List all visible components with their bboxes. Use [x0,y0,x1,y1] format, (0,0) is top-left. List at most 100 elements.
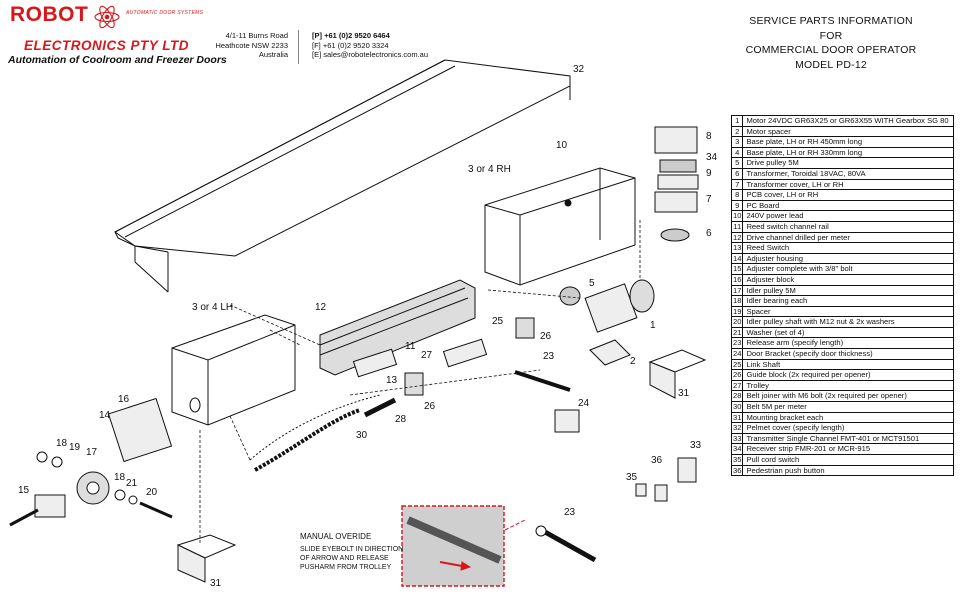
callout-label: 20 [146,487,158,498]
motor-spacer-part [589,339,631,366]
brand-logo-text: ROBOT [10,3,89,26]
company-name: ELECTRONICS PTY LTD [24,38,190,53]
callout-label: 15 [18,485,30,496]
part-description: Door Bracket (specify door thickness) [742,348,955,360]
callout-label: 12 [315,302,327,313]
base-plate-lh-part [171,314,296,426]
part-number: 26 [730,369,744,381]
title-line: MODEL PD-12 [795,58,867,71]
belt-part [254,408,361,472]
header-divider [298,30,299,64]
guide-block-part [515,317,535,339]
pull-cord-switch-part [635,483,647,497]
idler-bearing-part [114,489,126,501]
part-number: 27 [730,379,744,392]
guide-block-part [404,372,424,396]
part-number: 31 [730,411,744,424]
pcb-cover-part [654,126,698,154]
washer-part [128,495,138,505]
callout-label: 14 [99,410,111,421]
part-description: Spacer [742,305,955,318]
part-description: Pelmet cover (specify length) [742,422,955,434]
manual-override-note: MANUAL OVERIDE SLIDE EYEBOLT IN DIRECTIO… [300,532,403,572]
callout-label: 31 [678,388,690,399]
part-number: 32 [730,422,744,434]
part-number: 23 [730,337,744,350]
company-contact: [P] +61 (0)2 9520 6464 [F] +61 (0)2 9520… [312,31,428,60]
callout-label: 6 [706,228,712,239]
callout-label: 31 [210,578,222,589]
part-description: Adjuster block [742,273,955,286]
part-number: 14 [730,252,744,265]
callout-label: 30 [356,430,368,441]
callout-label: 10 [556,140,568,151]
address-line: Australia [258,50,288,59]
adjuster-block-part [34,494,66,518]
transmitter-part [677,457,697,483]
callout-label: 25 [492,316,504,327]
manual-override-line: OF ARROW AND RELEASE [300,555,389,562]
part-description: Mounting bracket each [742,411,955,424]
callout-label: 28 [395,414,407,425]
part-number: 19 [730,305,744,318]
callout-label: 3 or 4 RH [468,164,511,175]
part-number: 21 [730,326,744,339]
adjuster-bolt-part [9,508,39,527]
part-number: 24 [730,348,744,360]
manual-override-line: PUSHARM FROM TROLLEY [300,564,392,571]
part-number: 36 [730,464,744,477]
release-arm-part [543,529,597,563]
part-description: Pedestrian push button [742,464,955,477]
callout-label: 19 [69,442,81,453]
part-number: 18 [730,295,744,307]
part-number: 34 [730,443,744,455]
contact-tag: [E] [312,50,322,59]
part-description: Idler pulley shaft with M12 nut & 2x was… [742,316,955,328]
part-description: Release arm (specify length) [742,337,955,350]
belt-part [249,394,381,461]
company-tagline: Automation of Coolroom and Freezer Doors [8,54,227,66]
email-address[interactable]: sales@robotelectronics.com.au [323,50,429,59]
callout-label: 23 [543,351,555,362]
address-line: 4/1-11 Burns Road [225,31,288,40]
assembly-lines [199,220,641,545]
manual-override-title: MANUAL OVERIDE [300,532,372,541]
part-description: Idler pulley 5M [742,284,955,297]
transformer-cover-part [654,191,698,213]
door-bracket-part [554,409,580,433]
manual-override-inset [401,505,505,587]
part-description: Washer (set of 4) [742,326,955,339]
part-number: 15 [730,263,744,275]
part-description: Guide block (2x required per opener) [742,369,955,381]
push-button-part [654,484,668,502]
part-description: Receiver strip FMR-201 or MCR-915 [742,443,955,455]
fax-number: +61 (0)2 9520 3324 [322,40,389,50]
callout-label: 17 [86,447,98,458]
contact-tag: [F] [312,40,321,50]
company-address: 4/1-11 Burns Road Heathcote NSW 2233 Aus… [200,31,288,60]
part-description: Belt 5M per meter [742,401,955,413]
callout-label: 3 or 4 LH [192,302,234,313]
part-description: Adjuster housing [742,252,955,265]
belt-joiner-part [363,397,397,418]
callout-label: 13 [386,375,398,386]
transformer-part [660,228,690,242]
part-description: Idler bearing each [742,295,955,307]
part-number: 25 [730,358,744,371]
manual-override-line: SLIDE EYEBOLT IN DIRECTION [300,546,404,553]
callout-label: 18 [114,472,126,483]
title-line: FOR [819,29,843,42]
part-number: 20 [730,316,744,328]
contact-tag: [P] [312,31,322,40]
